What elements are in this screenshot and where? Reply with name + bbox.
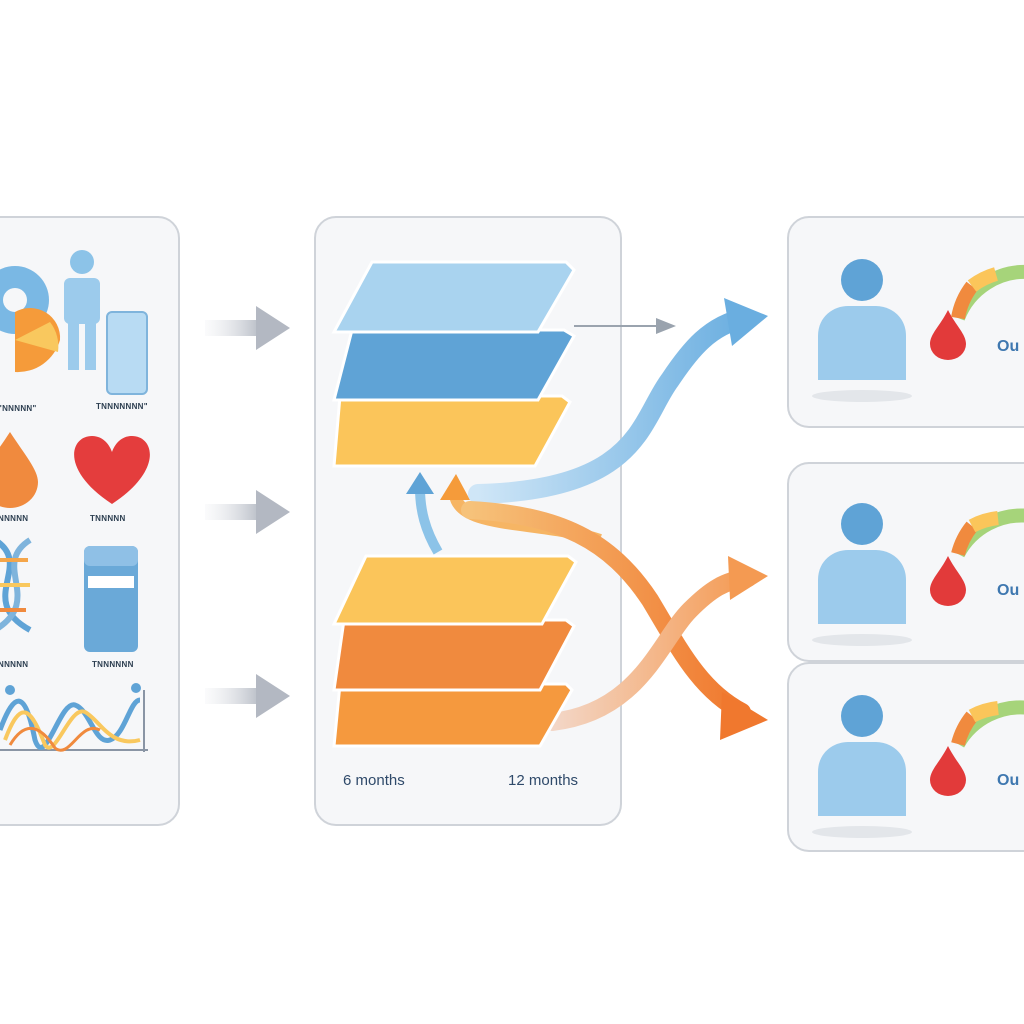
patient-avatar-icon	[818, 503, 906, 624]
avatar-shadow	[812, 390, 912, 402]
document-icon	[84, 546, 138, 652]
risk-gauge-icon	[951, 264, 1024, 321]
patient-avatar-icon	[818, 259, 906, 380]
input-label-5: NNNNN	[0, 660, 29, 669]
horizon-12-months-label: 12 months	[508, 772, 579, 789]
outcome-card-2-icons	[818, 503, 1024, 624]
blood-drop-icon	[930, 556, 966, 606]
input-label-2: TNNNNNNN"	[96, 402, 148, 411]
blue-up-arrow	[406, 472, 443, 555]
horizon-6-months-label: 6 months	[343, 772, 405, 789]
heart-icon	[74, 436, 150, 504]
pie-chart-icon	[0, 266, 61, 373]
risk-gauge-icon	[951, 508, 1024, 558]
input-to-model-arrow-3	[205, 674, 290, 718]
person-figure-icon	[64, 250, 100, 370]
layer-stack-top	[331, 260, 577, 468]
input-label-6: TNNNNNN	[92, 660, 134, 669]
outcome-label-1: Ou	[997, 338, 1020, 355]
patient-avatar-icon	[818, 695, 906, 816]
input-label-1: "NNNNN"	[0, 404, 37, 413]
outcome-card-1-icons	[818, 259, 1024, 380]
outcome-label-3: Ou	[997, 772, 1020, 789]
blood-drop-icon	[930, 310, 966, 360]
avatar-shadow	[812, 634, 912, 646]
blood-drop-icon	[930, 746, 966, 796]
input-label-4: TNNNNN	[90, 514, 126, 523]
outcome-card-3-icons	[818, 695, 1024, 816]
device-icon	[106, 311, 148, 395]
risk-gauge-icon	[951, 700, 1024, 748]
orange-drop-icon	[0, 432, 38, 508]
wave-chart-icon	[0, 683, 148, 752]
orange-flow-to-card-3	[461, 501, 768, 740]
thin-grey-arrow	[574, 318, 676, 334]
input-to-model-arrow-1	[205, 306, 290, 350]
input-label-3: NNNNN	[0, 514, 29, 523]
dna-helix-icon	[0, 537, 32, 633]
peach-flow-to-card-2	[543, 556, 768, 731]
avatar-shadow	[812, 826, 912, 838]
blue-flow-to-card-1	[468, 298, 768, 504]
outcome-label-2: Ou	[997, 582, 1020, 599]
layer-stack-bottom	[331, 554, 578, 748]
input-to-model-arrow-2	[205, 490, 290, 534]
